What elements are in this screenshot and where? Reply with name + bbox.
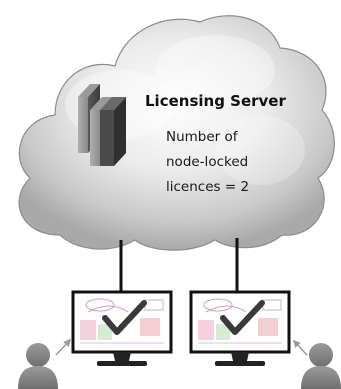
monitor-icon bbox=[189, 290, 291, 366]
licence-count-line-2: node-locked bbox=[166, 154, 248, 170]
arrow-right-user bbox=[292, 339, 308, 356]
checkmark-icon bbox=[220, 300, 265, 335]
monitor-icon bbox=[71, 290, 173, 366]
server-icon bbox=[78, 84, 126, 166]
licence-count-line-3: licences = 2 bbox=[166, 179, 249, 195]
arrow-left-user bbox=[55, 338, 72, 356]
user-icon bbox=[301, 343, 341, 389]
screen-content bbox=[198, 298, 282, 344]
licence-count-line-1: Number of bbox=[166, 129, 239, 145]
user-icon bbox=[18, 343, 58, 389]
screen-content bbox=[80, 298, 164, 344]
server-title: Licensing Server bbox=[145, 92, 286, 110]
cloud-shape bbox=[18, 15, 335, 251]
checkmark-icon bbox=[102, 300, 147, 335]
